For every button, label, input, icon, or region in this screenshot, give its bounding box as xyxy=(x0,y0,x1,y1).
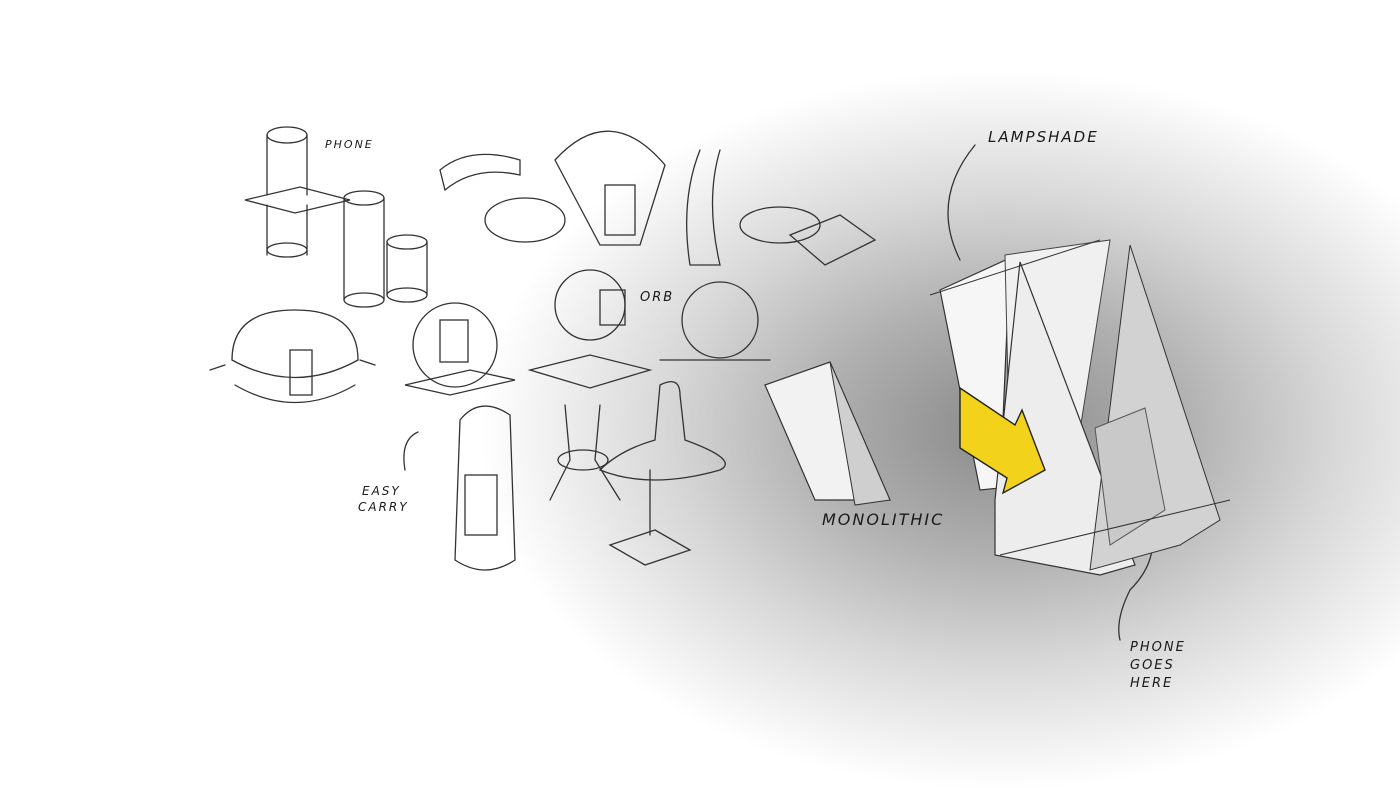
lampshade-leader-line xyxy=(947,144,976,261)
label-phone-goes-here-1: PHONE xyxy=(1130,640,1186,655)
monolithic-sketch xyxy=(764,361,891,506)
label-monolithic: MONOLITHIC xyxy=(822,510,945,529)
label-phone-goes-here-3: HERE xyxy=(1130,676,1174,691)
label-phone: PHONE xyxy=(325,138,374,151)
fan-sketch xyxy=(439,130,877,266)
label-carry: CARRY xyxy=(358,500,409,514)
label-lampshade: LAMPSHADE xyxy=(988,128,1099,146)
label-orb: ORB xyxy=(640,290,675,305)
orb-stand-sketch xyxy=(404,269,771,396)
label-phone-goes-here-2: GOES xyxy=(1130,658,1175,673)
carry-lamp-sketch xyxy=(403,381,726,571)
lampshade-render xyxy=(929,239,1231,576)
dome-sketch xyxy=(209,309,376,404)
yellow-arrow-highlight xyxy=(959,386,1046,495)
label-easy: EASY xyxy=(362,484,401,498)
cylinder-sketch xyxy=(244,126,428,308)
